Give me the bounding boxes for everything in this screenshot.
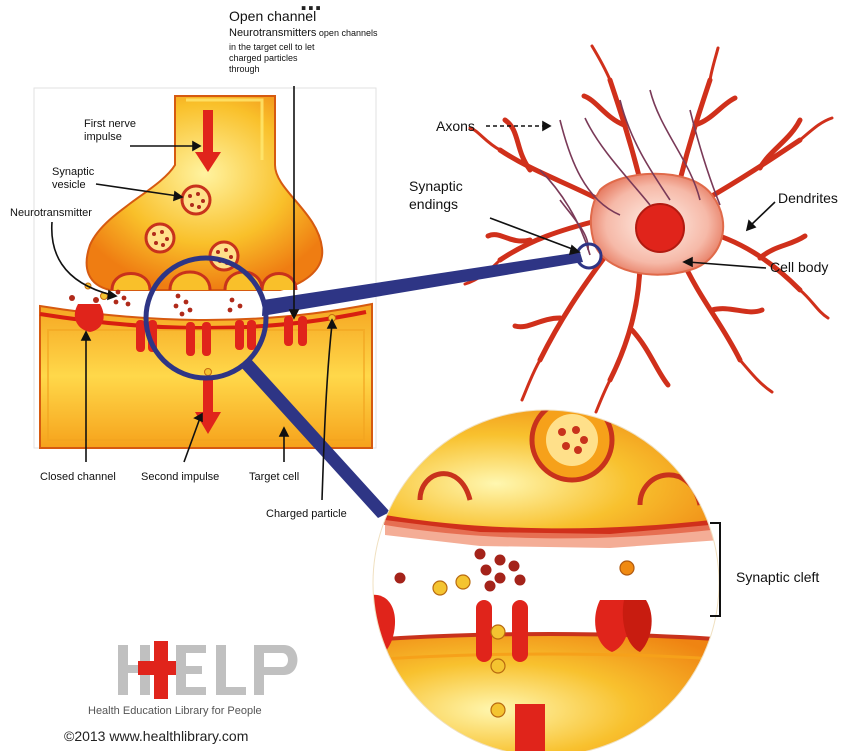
- neurotransmitter-label: Neurotransmitter: [10, 207, 92, 220]
- second-impulse-label: Second impulse: [141, 471, 219, 484]
- cleft-zoom: [370, 400, 730, 751]
- open-channel-label: Open channel: [229, 8, 316, 25]
- first-nerve-impulse-label: First nerve: [84, 118, 136, 131]
- target-cell-label: Target cell: [249, 471, 299, 484]
- dendrites-label: Dendrites: [778, 190, 838, 207]
- synaptic-vesicle-label: Synaptic: [52, 166, 94, 179]
- open-channel-desc-line4: through: [229, 64, 260, 75]
- synaptic-vesicle: [146, 224, 174, 252]
- cell-body-label: Cell body: [770, 259, 828, 276]
- help-tagline: Health Education Library for People: [88, 705, 262, 717]
- help-logo: [118, 641, 298, 699]
- copyright-text: ©2013 www.healthlibrary.com: [64, 728, 248, 744]
- axons-label: Axons: [436, 118, 475, 135]
- open-channel-desc-line3: charged particles: [229, 53, 298, 64]
- open-channel-desc: Neurotransmitters open channels: [229, 27, 377, 40]
- open-channel-desc-strong: Neurotransmitters: [229, 27, 316, 39]
- open-channel-desc-rest: open channels: [316, 28, 377, 38]
- synaptic-cleft-label: Synaptic cleft: [736, 569, 819, 586]
- synaptic-endings-label-2: endings: [409, 196, 458, 213]
- synaptic-endings-label: Synaptic: [409, 178, 463, 195]
- neuron-nucleus: [636, 204, 684, 252]
- closed-channel-label: Closed channel: [40, 471, 116, 484]
- charged-particle-label: Charged particle: [266, 508, 347, 521]
- synaptic-vesicle-label-2: vesicle: [52, 179, 86, 192]
- first-nerve-impulse-label-2: impulse: [84, 131, 122, 144]
- open-channel-desc-line2: in the target cell to let: [229, 42, 315, 53]
- synaptic-vesicle: [182, 186, 210, 214]
